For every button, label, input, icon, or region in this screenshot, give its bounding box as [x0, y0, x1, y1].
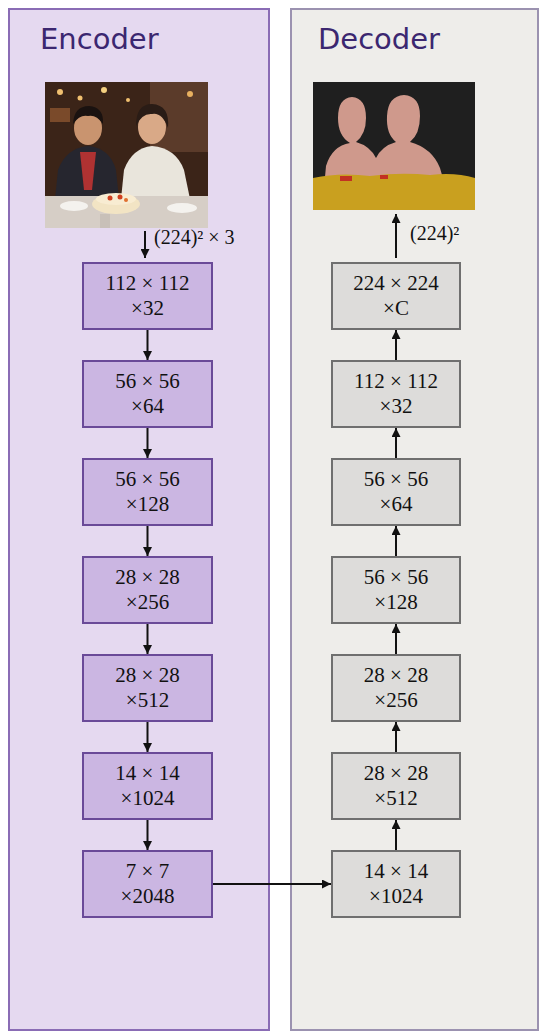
layer-box: 112 × 112×32	[82, 262, 213, 330]
layer-size: ×128	[374, 590, 417, 615]
panel-title: Encoder	[40, 22, 268, 56]
layer-size: 28 × 28	[364, 663, 428, 688]
layer-size: 56 × 56	[115, 467, 179, 492]
layer-size: ×1024	[121, 786, 175, 811]
layer-box: 56 × 56×128	[82, 458, 213, 526]
dimension-label: (224)² × 3	[154, 226, 235, 249]
layer-box: 56 × 56×128	[331, 556, 461, 624]
layer-box: 28 × 28×256	[331, 654, 461, 722]
layer-size: 28 × 28	[115, 663, 179, 688]
layer-size: ×64	[131, 394, 164, 419]
layer-size: 56 × 56	[115, 369, 179, 394]
layer-size: 56 × 56	[364, 565, 428, 590]
layer-size: ×64	[380, 492, 413, 517]
decoder-panel: Decoder224 × 224×C112 × 112×3256 × 56×64…	[290, 8, 539, 1031]
layer-size: 28 × 28	[115, 565, 179, 590]
layer-size: ×32	[131, 296, 164, 321]
layer-size: 224 × 224	[353, 271, 438, 296]
layer-box: 7 × 7×2048	[82, 850, 213, 918]
layer-box: 14 × 14×1024	[82, 752, 213, 820]
layer-size: ×32	[380, 394, 413, 419]
layer-size: 112 × 112	[106, 271, 190, 296]
layer-box: 112 × 112×32	[331, 360, 461, 428]
panel-title: Decoder	[318, 22, 537, 56]
layer-size: ×1024	[369, 884, 423, 909]
layer-box: 28 × 28×256	[82, 556, 213, 624]
layer-size: ×512	[126, 688, 169, 713]
layer-box: 28 × 28×512	[82, 654, 213, 722]
layer-size: 14 × 14	[364, 859, 428, 884]
dimension-label: (224)²	[410, 222, 459, 245]
layer-size: 28 × 28	[364, 761, 428, 786]
layer-box: 224 × 224×C	[331, 262, 461, 330]
layer-box: 56 × 56×64	[82, 360, 213, 428]
layer-box: 14 × 14×1024	[331, 850, 461, 918]
layer-size: ×2048	[121, 884, 175, 909]
layer-box: 56 × 56×64	[331, 458, 461, 526]
layer-size: ×256	[374, 688, 417, 713]
encoder-panel: Encoder112 × 112×3256 × 56×6456 × 56×128…	[8, 8, 270, 1031]
layer-size: 7 × 7	[126, 859, 169, 884]
layer-box: 28 × 28×512	[331, 752, 461, 820]
layer-size: ×256	[126, 590, 169, 615]
layer-size: 14 × 14	[115, 761, 179, 786]
layer-size: ×128	[126, 492, 169, 517]
layer-size: ×512	[374, 786, 417, 811]
layer-size: 112 × 112	[354, 369, 438, 394]
layer-size: ×C	[383, 296, 409, 321]
layer-size: 56 × 56	[364, 467, 428, 492]
